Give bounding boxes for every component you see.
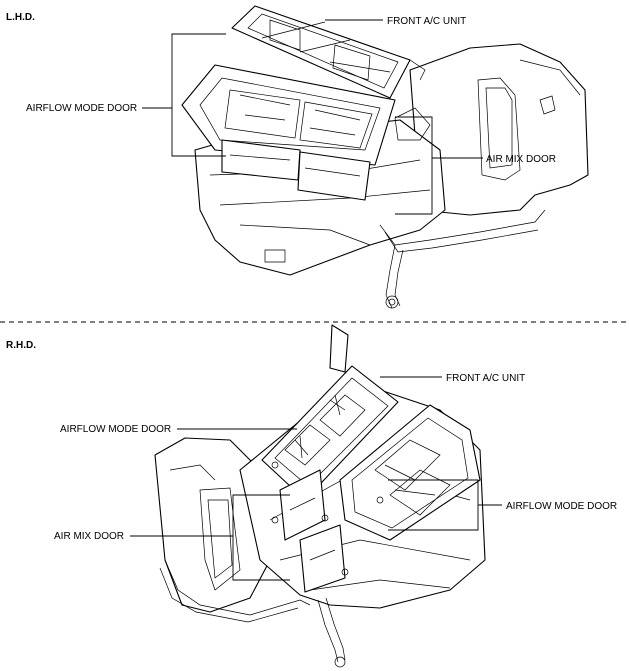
rhd-heading: R.H.D. xyxy=(6,340,36,351)
lhd-ac-unit-illustration xyxy=(181,5,589,309)
rhd-section: R.H.D. xyxy=(6,324,617,668)
rhd-ac-unit-illustration xyxy=(154,324,486,668)
rhd-front-ac-unit-label: FRONT A/C UNIT xyxy=(446,373,525,384)
rhd-air-mix-door-label: AIR MIX DOOR xyxy=(54,531,124,542)
rhd-airflow-mode-door-right-label: AIRFLOW MODE DOOR xyxy=(506,501,617,512)
rhd-airflow-mode-door-left-label: AIRFLOW MODE DOOR xyxy=(60,424,171,435)
lhd-air-mix-door-label: AIR MIX DOOR xyxy=(486,154,556,165)
lhd-airflow-mode-door-label: AIRFLOW MODE DOOR xyxy=(26,103,137,114)
lhd-heading: L.H.D. xyxy=(6,12,35,23)
lhd-airflow-mode-door-bracket xyxy=(171,33,226,157)
lhd-air-mix-door-bracket xyxy=(395,116,433,215)
lhd-section: L.H.D. xyxy=(6,5,589,309)
lhd-front-ac-unit-label: FRONT A/C UNIT xyxy=(387,16,466,27)
rhd-air-mix-door-bracket xyxy=(232,494,290,581)
